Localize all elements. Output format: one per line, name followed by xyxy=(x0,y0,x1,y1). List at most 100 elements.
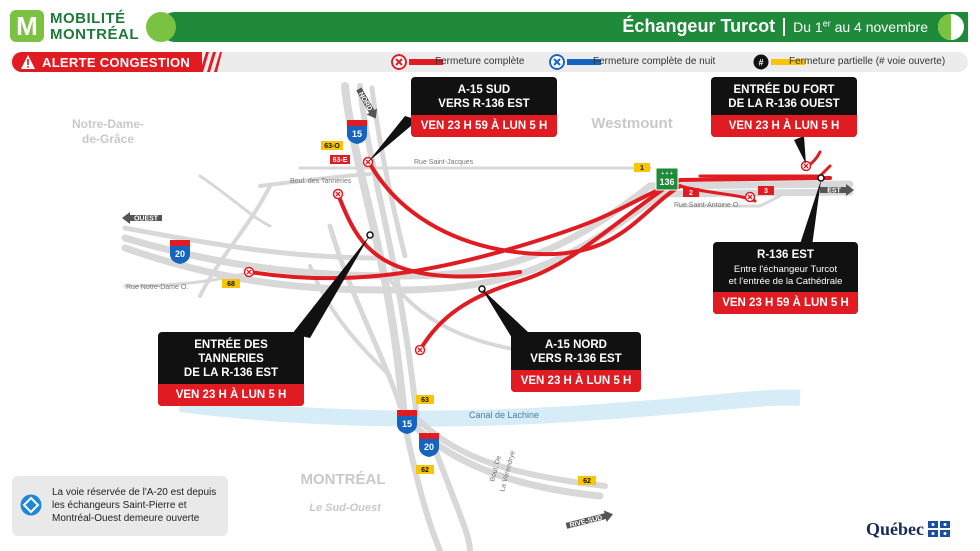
alert-label: ALERTE CONGESTION xyxy=(42,55,191,70)
x-circle-icon xyxy=(744,191,756,203)
svg-text:20: 20 xyxy=(424,442,434,452)
svg-text:OUEST: OUEST xyxy=(134,216,159,223)
fleur-de-lis-icon xyxy=(928,521,950,537)
svg-text:136: 136 xyxy=(659,177,674,187)
exit-63o: 63-O xyxy=(324,143,340,150)
x-circle-icon xyxy=(800,160,812,172)
reserved-lane-note: La voie réservée de l'A-20 est depuis le… xyxy=(12,476,228,536)
exit-tags: 63-O 63-E 68 63 62 62 1 2 3 xyxy=(222,141,774,485)
exit-3: 3 xyxy=(764,188,768,195)
reserved-lane-text: La voie réservée de l'A-20 est depuis le… xyxy=(52,487,217,524)
title-text: Échangeur Turcot xyxy=(622,16,776,36)
exit-63e-tag xyxy=(330,155,350,164)
callout-tanneries-time: VEN 23 H À LUN 5 H xyxy=(158,384,304,406)
legend-partial-swatch xyxy=(771,59,805,65)
exit-63-tag xyxy=(416,395,434,404)
exit-2-tag xyxy=(683,188,699,197)
exit-63o-tag xyxy=(321,141,343,150)
hash-circle-icon: # xyxy=(753,54,769,70)
callout-anchor-dot xyxy=(817,174,825,182)
date-sup: er xyxy=(822,18,831,29)
a20-shield-bottom: 20 xyxy=(419,433,439,457)
legend-night-swatch xyxy=(567,59,601,65)
logo-m-icon: M xyxy=(10,10,44,42)
exit-3-tag xyxy=(758,186,774,195)
banner-circle xyxy=(146,12,176,42)
exit-63: 63 xyxy=(421,397,429,404)
place-labels: Notre-Dame- de-Grâce Westmount MONTRÉAL … xyxy=(72,115,673,514)
full-closures xyxy=(248,150,832,352)
top-bar: M MOBILITÉ MONTRÉAL Échangeur Turcot Du 1… xyxy=(0,0,980,48)
street-saint-jacques: Rue Saint-Jacques xyxy=(414,159,474,166)
exit-62b-tag xyxy=(578,476,596,485)
exit-62a: 62 xyxy=(421,467,429,474)
exit-2: 2 xyxy=(689,190,693,197)
mobilite-montreal-logo: M MOBILITÉ MONTRÉAL xyxy=(10,8,150,44)
interchange-map: 63-O 63-E 68 63 62 62 1 2 3 xyxy=(72,82,854,551)
title-separator xyxy=(783,18,786,37)
x-circle-icon xyxy=(549,54,565,70)
quebec-logo: Québec xyxy=(866,519,950,540)
exit-62a-tag xyxy=(416,465,434,474)
x-circle-icon xyxy=(391,54,407,70)
alert-badge: ALERTE CONGESTION xyxy=(12,52,202,72)
place-canal: Canal de Lachine xyxy=(469,410,539,420)
a15-shield-top: 15 xyxy=(347,120,367,144)
callout-r136-header: R-136 EST xyxy=(757,249,814,261)
exit-63e: 63-E xyxy=(333,157,348,164)
exit-62b: 62 xyxy=(583,478,591,485)
street-tanneries: Boul. des Tanneries xyxy=(290,178,352,185)
place-ndg-1: Notre-Dame- xyxy=(72,117,144,131)
legend-bar xyxy=(10,52,968,72)
est-arrow: EST xyxy=(820,184,854,196)
callout-a15-nord-time: VEN 23 H À LUN 5 H xyxy=(511,370,641,392)
callout-pointers xyxy=(292,116,821,338)
exit-68: 68 xyxy=(227,281,235,288)
street-saint-antoine: Rue Saint-Antoine O. xyxy=(674,202,740,209)
svg-text:+ + +: + + + xyxy=(661,171,673,177)
reserved-lane-diamond-icon xyxy=(20,494,42,516)
callout-fort-time: VEN 23 H À LUN 5 H xyxy=(711,115,857,137)
road-network xyxy=(121,82,854,551)
quebec-wordmark: Québec xyxy=(866,519,924,539)
canal-water xyxy=(178,389,801,427)
r136-shield: + + + 136 xyxy=(655,167,679,191)
svg-text:15: 15 xyxy=(402,419,412,429)
place-westmount: Westmount xyxy=(591,115,672,132)
ouest-arrow: OUEST xyxy=(122,212,162,224)
svg-text:RIVE-SUD: RIVE-SUD xyxy=(569,515,603,530)
place-sud-ouest: Le Sud-Ouest xyxy=(309,502,382,514)
svg-text:20: 20 xyxy=(175,249,185,259)
place-ndg-2: de-Grâce xyxy=(82,132,134,146)
rive-sud-arrow: RIVE-SUD xyxy=(565,510,614,530)
route-shields: 15 20 15 20 + + + 136 xyxy=(170,120,679,457)
legend-night-label: Fermeture complète de nuit xyxy=(593,56,716,67)
legend-partial-label: Fermeture partielle (# voie ouverte) xyxy=(789,56,946,67)
date-prefix: Du 1 xyxy=(793,19,823,35)
banner-end-circle xyxy=(936,12,966,42)
a15-shield-bottom: 15 xyxy=(397,410,417,434)
place-montreal: MONTRÉAL xyxy=(301,471,386,488)
svg-text:EST: EST xyxy=(827,188,841,195)
x-circle-icon xyxy=(243,266,255,278)
a20-shield-left: 20 xyxy=(170,240,190,264)
date-range: Du 1er au 4 novembre xyxy=(793,18,928,35)
callout-r136-time: VEN 23 H 59 À LUN 5 H xyxy=(713,292,858,314)
exit-68-tag xyxy=(222,279,240,288)
page-title: Échangeur Turcot Du 1er au 4 novembre xyxy=(622,16,928,37)
exit-1-tag xyxy=(634,163,650,172)
date-suffix: au 4 novembre xyxy=(830,19,928,35)
exit-1: 1 xyxy=(640,165,644,172)
title-banner xyxy=(160,12,968,42)
svg-text:15: 15 xyxy=(352,129,362,139)
logo-line-1: MOBILITÉ xyxy=(50,10,126,27)
